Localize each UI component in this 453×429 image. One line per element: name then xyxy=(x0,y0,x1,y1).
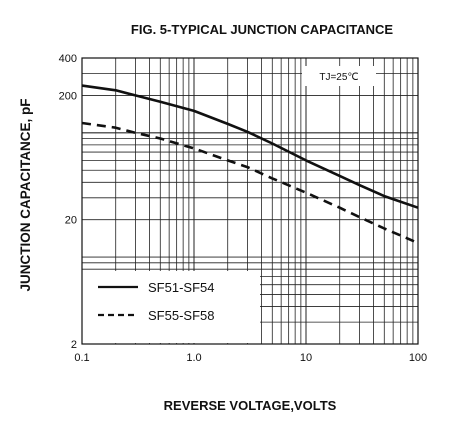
series-line-sf55-sf58 xyxy=(81,121,419,245)
legend-box xyxy=(82,271,260,343)
x-tick-label: 1.0 xyxy=(186,352,201,364)
series-line-sf51-sf54 xyxy=(81,84,419,209)
y-tick-label: 200 xyxy=(59,90,77,102)
x-tick-labels: 0.1 1.0 10 100 xyxy=(74,352,427,364)
legend: SF51-SF54 SF55-SF58 xyxy=(98,280,214,323)
x-tick-label: 10 xyxy=(300,352,312,364)
temperature-annotation: TJ=25℃ xyxy=(319,72,358,83)
y-tick-labels: 2 20 200 400 xyxy=(59,53,77,351)
x-axis-label: REVERSE VOLTAGE,VOLTS xyxy=(164,398,337,413)
x-tick-label: 100 xyxy=(409,352,427,364)
y-tick-label: 2 xyxy=(71,339,77,351)
chart-title: FIG. 5-TYPICAL JUNCTION CAPACITANCE xyxy=(131,22,394,37)
y-axis-label: JUNCTION CAPACITANCE, pF xyxy=(18,99,33,292)
series-group xyxy=(81,84,419,245)
y-tick-label: 20 xyxy=(65,215,77,227)
annotation-box xyxy=(302,66,376,86)
legend-label-sf51-sf54: SF51-SF54 xyxy=(148,280,214,295)
legend-label-sf55-sf58: SF55-SF58 xyxy=(148,308,214,323)
y-tick-label: 400 xyxy=(59,53,77,65)
plot-frame xyxy=(81,57,419,345)
x-tick-label: 0.1 xyxy=(74,352,89,364)
